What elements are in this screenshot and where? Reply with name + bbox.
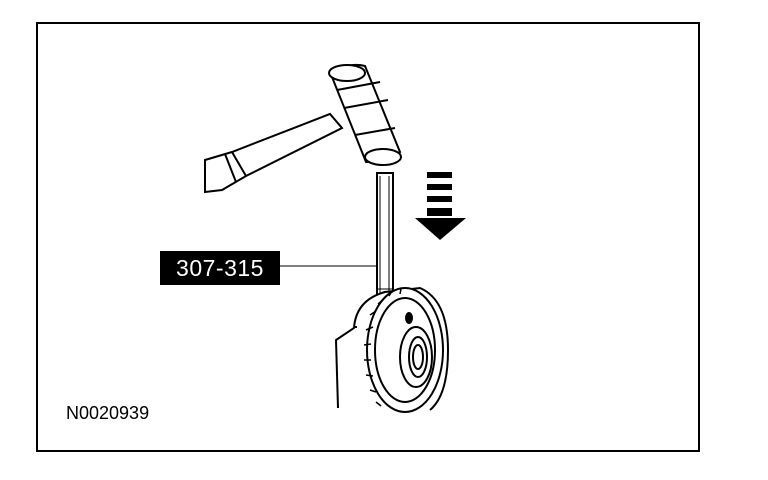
diagram-frame <box>36 22 700 452</box>
down-arrow-icon <box>415 172 466 240</box>
tool-callout-label: 307-315 <box>160 251 280 285</box>
sprocket-gear-icon <box>334 286 450 413</box>
hammer-icon <box>204 63 402 194</box>
pin-tool-icon <box>376 172 394 298</box>
figure-id: N0020939 <box>66 403 150 423</box>
